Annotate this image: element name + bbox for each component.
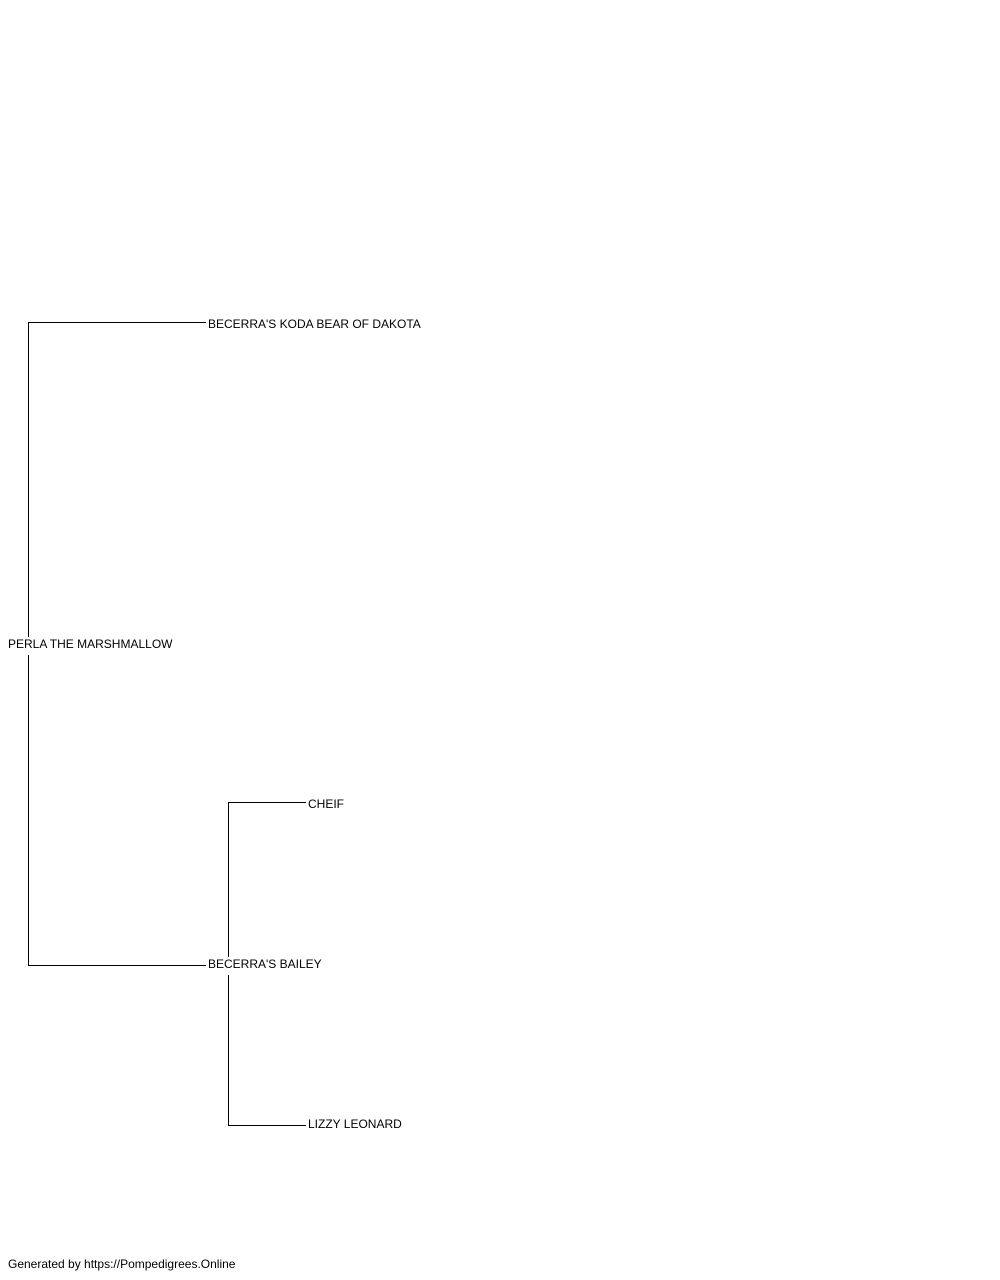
pedigree-sire-name: BECERRA'S KODA BEAR OF DAKOTA <box>208 317 421 331</box>
pedigree-subject-name: PERLA THE MARSHMALLOW <box>8 637 173 655</box>
pedigree-dam-sire-name: CHEIF <box>308 797 344 811</box>
pedigree-dam-dam-name: LIZZY LEONARD <box>308 1117 402 1131</box>
pedigree-dam-name: BECERRA'S BAILEY <box>208 957 322 975</box>
generated-by-footer: Generated by https://Pompedigrees.Online <box>8 1257 236 1271</box>
